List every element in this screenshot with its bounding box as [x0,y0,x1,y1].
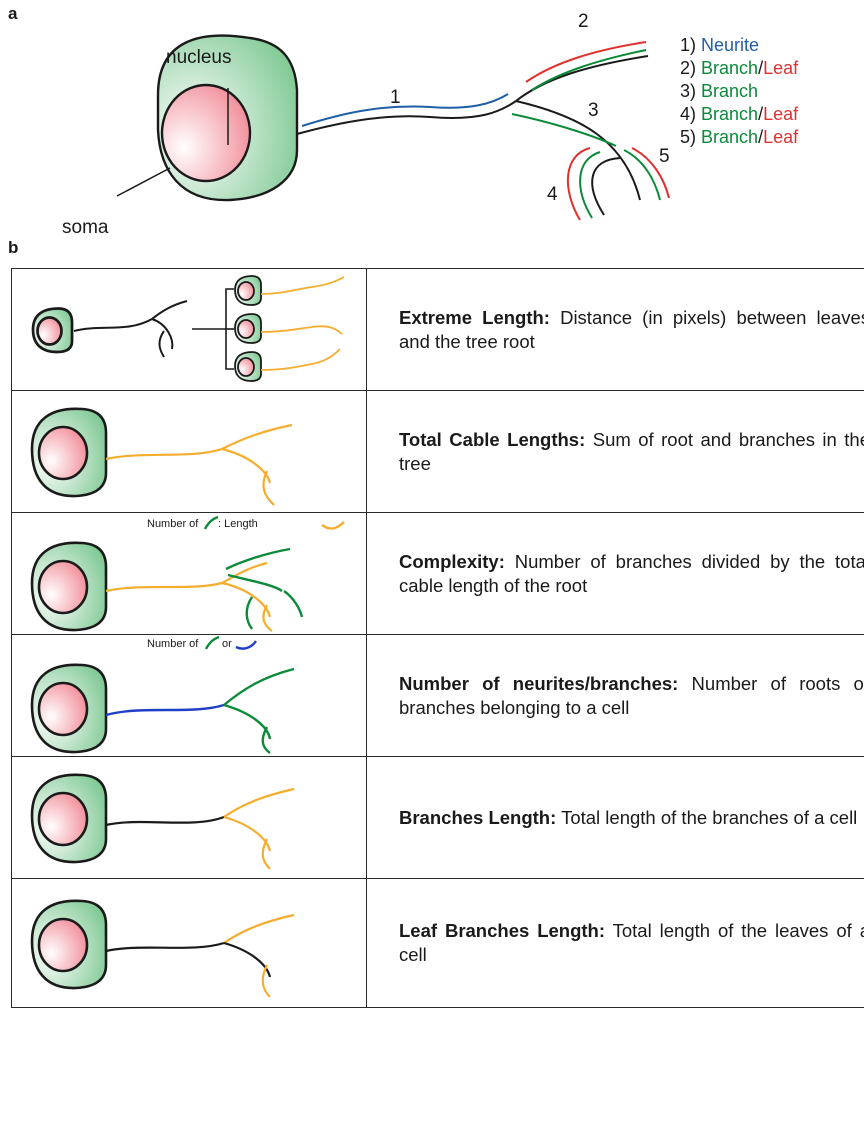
branch-5-line [516,101,640,200]
branch-2-highlight [532,50,646,90]
table-row: Branches Length: Total length of the bra… [12,757,864,879]
branch-2-line [516,56,648,101]
extreme-length-description: Extreme Length: Distance (in pixels) bet… [367,269,864,391]
leaf-branches-illustration [12,879,367,1008]
nucleus-shape [162,85,250,181]
table-row: Leaf Branches Length: Total length of th… [12,879,864,1008]
branches-length-description: Branches Length: Total length of the bra… [367,757,864,879]
branch-4-line [592,158,620,215]
svg-text:Number of: Number of [147,518,199,530]
svg-text:Number of: Number of [147,638,199,650]
table-row: Total Cable Lengths: Sum of root and bra… [12,391,864,513]
total-cable-description: Total Cable Lengths: Sum of root and bra… [367,391,864,513]
panel-b-label: b [8,238,18,258]
complexity-description: Complexity: Number of branches divided b… [367,513,864,635]
branch-3-highlight [512,114,616,146]
nucleus-label: nucleus [166,47,232,68]
svg-text:: Length: : Length [218,518,258,530]
legend: 1) Neurite 2) Branch/Leaf 3) Branch 4) B… [680,34,798,149]
legend-item: 5) Branch/Leaf [680,126,798,149]
svg-text:or: or [222,638,232,650]
label-4: 4 [547,184,558,205]
neurites-branches-description: Number of neurites/branches: Number of r… [367,635,864,757]
legend-item: 2) Branch/Leaf [680,57,798,80]
label-3: 3 [588,100,599,121]
metrics-table: Extreme Length: Distance (in pixels) bet… [11,268,864,1008]
leaf-2-highlight [526,42,646,82]
total-cable-illustration [12,391,367,513]
branch-4-highlight [580,152,600,218]
soma-label: soma [62,217,109,238]
neurites-branches-illustration: Number of or [12,635,367,757]
neurite-highlight [302,94,508,126]
table-row: Number of : Length Complexity: Number of… [12,513,864,635]
leaf-branches-description: Leaf Branches Length: Total length of th… [367,879,864,1008]
table-row: Extreme Length: Distance (in pixels) bet… [12,269,864,391]
soma-pointer [117,168,170,196]
legend-item: 4) Branch/Leaf [680,103,798,126]
table-row: Number of or Number of neurites/branches… [12,635,864,757]
legend-item: 3) Branch [680,80,798,103]
label-5: 5 [659,146,670,167]
branch-5-highlight [624,150,660,200]
extreme-length-illustration [12,269,367,391]
branches-length-illustration [12,757,367,879]
complexity-illustration: Number of : Length [12,513,367,635]
label-1: 1 [390,87,401,108]
label-2: 2 [578,11,589,32]
legend-item: 1) Neurite [680,34,798,57]
